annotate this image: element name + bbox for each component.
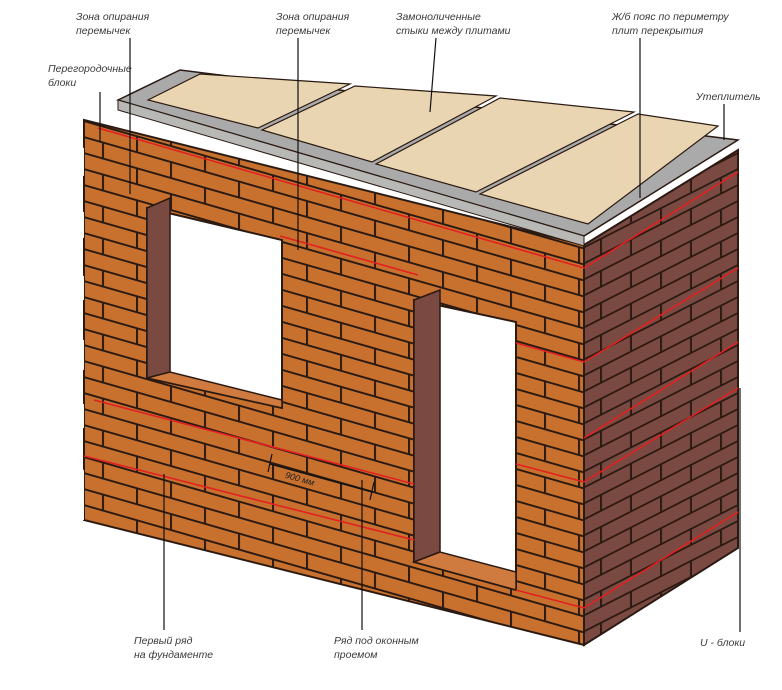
callout-monolithic-joints: Замоноличенные стыки между плитами — [396, 11, 511, 37]
callout-lintel-zone-left: Зона опирания перемычек — [76, 11, 150, 37]
toothed-left-edge — [60, 140, 84, 520]
callout-partition-blocks: Перегородочные блоки — [48, 63, 132, 89]
callout-first-row: Первый ряд на фундаменте — [134, 635, 214, 661]
callout-rc-belt: Ж/б пояс по периметру плит перекрытия — [612, 11, 729, 37]
callout-lintel-zone-center: Зона опирания перемычек — [276, 11, 350, 37]
window-opening-left-reveal — [146, 196, 171, 379]
door-opening-sill — [411, 551, 517, 591]
callout-u-blocks: U - блоки — [700, 637, 746, 649]
side-wall — [583, 148, 739, 647]
floor-slabs — [146, 73, 720, 225]
leader-lines — [99, 37, 741, 632]
belt-front-edge — [117, 99, 585, 247]
callout-row-under-window: Ряд под оконным проемом — [334, 635, 419, 661]
door-opening-reveal — [413, 288, 441, 564]
callout-insulation: Утеплитель — [696, 91, 761, 103]
dimension-marker — [267, 453, 375, 501]
window-opening-left-sill — [146, 371, 283, 409]
rebar-lines — [83, 127, 739, 609]
